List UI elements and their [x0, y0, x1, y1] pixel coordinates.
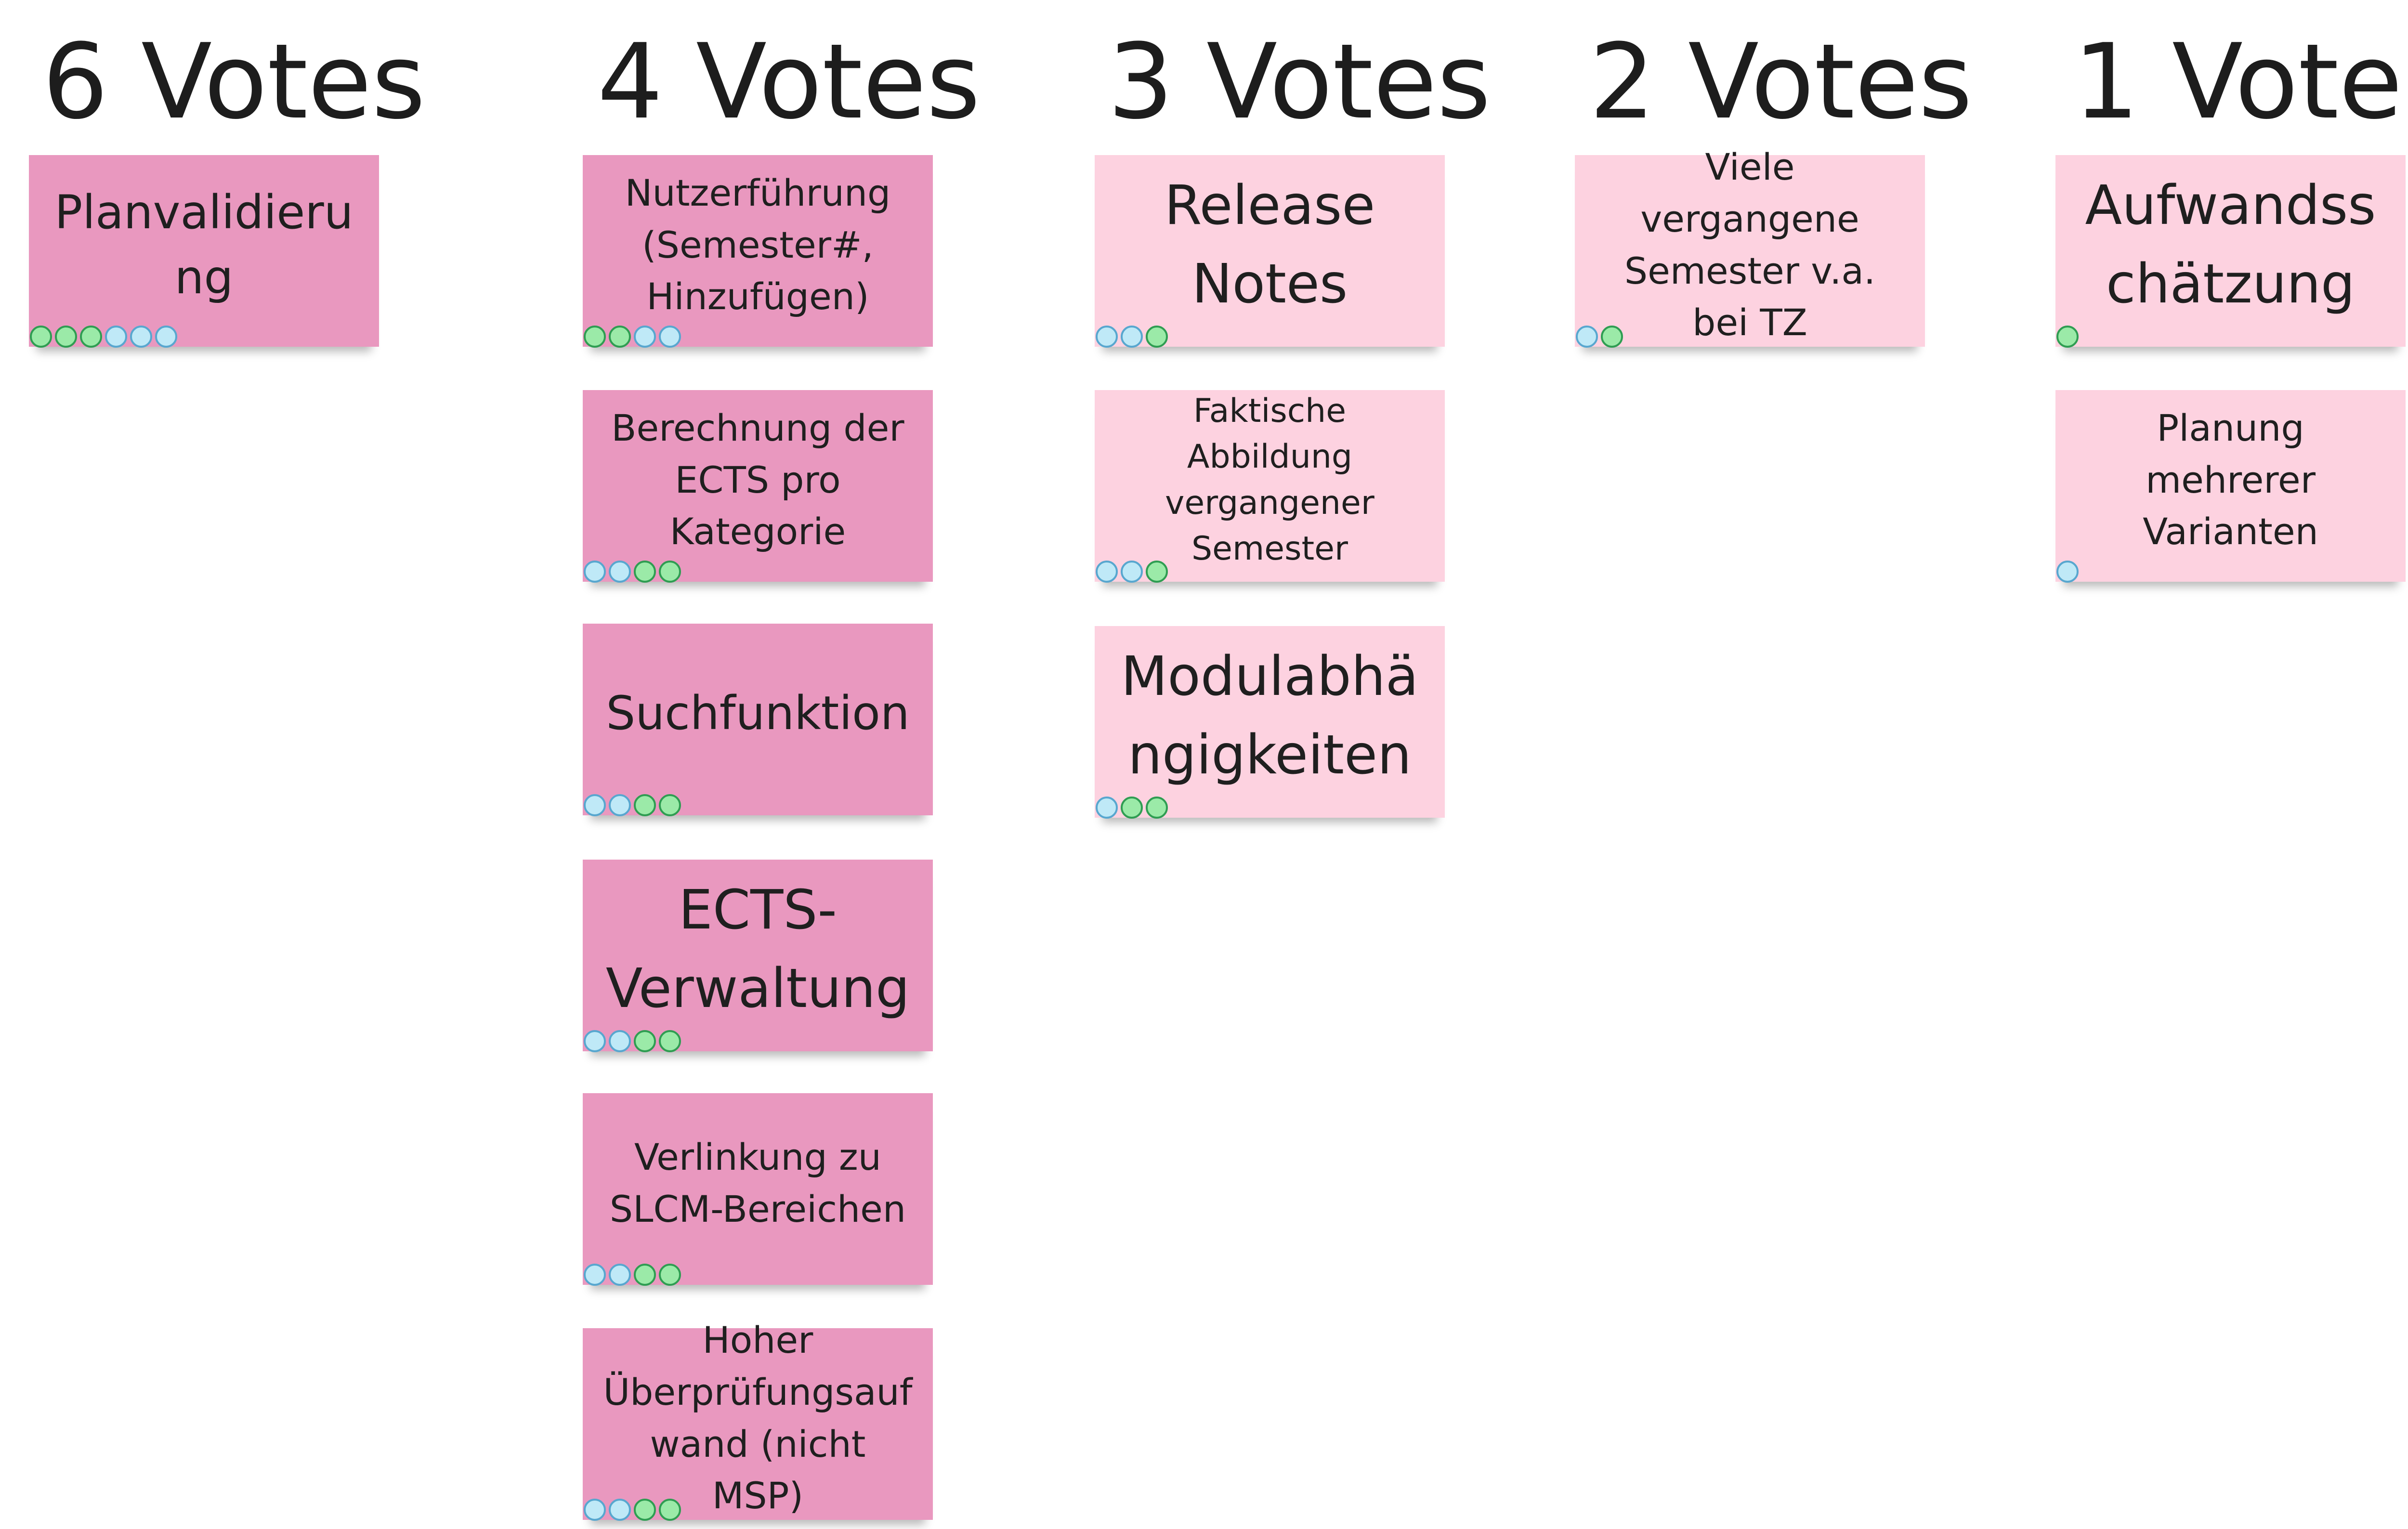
green-vote-dot[interactable]	[659, 794, 681, 816]
sticky-note[interactable]: Nutzerführung (Semester#, Hinzufügen)	[583, 155, 933, 348]
blue-vote-dot[interactable]	[609, 561, 631, 583]
green-vote-dot[interactable]	[634, 1030, 656, 1052]
column-heading-2-votes: 2 Votes	[1589, 21, 1973, 142]
sticky-note[interactable]: Planung mehrerer Varianten	[2055, 390, 2406, 583]
sticky-note-text: Hoher Überprüfungsaufwand (nicht MSP)	[603, 1318, 913, 1517]
green-vote-dot[interactable]	[55, 326, 77, 348]
green-vote-dot[interactable]	[659, 1499, 681, 1521]
vote-dots	[1096, 561, 1171, 583]
sticky-note-text: Nutzerführung (Semester#, Hinzufügen)	[625, 171, 891, 318]
vote-dots	[2056, 326, 2081, 348]
vote-dots	[584, 561, 684, 583]
sticky-note-text: Viele vergangene Semester v.a. bei TZ	[1624, 145, 1876, 344]
blue-vote-dot[interactable]	[584, 794, 606, 816]
vote-dots	[1576, 326, 1626, 348]
blue-vote-dot[interactable]	[105, 326, 127, 348]
sticky-note[interactable]: Aufwandsschätzung	[2055, 155, 2406, 348]
sticky-note-text: Verlinkung zu SLCM-Bereichen	[609, 1135, 906, 1230]
green-vote-dot[interactable]	[634, 1264, 656, 1286]
blue-vote-dot[interactable]	[1121, 561, 1143, 583]
sticky-note-text: Planvalidierung	[54, 185, 353, 304]
sticky-note-text: Suchfunktion	[606, 686, 910, 741]
vote-dots	[1096, 797, 1171, 819]
blue-vote-dot[interactable]	[584, 1030, 606, 1052]
blue-vote-dot[interactable]	[155, 326, 177, 348]
sticky-note-text: Aufwandsschätzung	[2085, 174, 2376, 315]
sticky-note[interactable]: Release Notes	[1095, 155, 1445, 348]
vote-dots	[584, 1264, 684, 1286]
green-vote-dot[interactable]	[584, 326, 606, 348]
column-heading-6-votes: 6 Votes	[42, 21, 426, 142]
green-vote-dot[interactable]	[1121, 797, 1143, 819]
vote-dots	[30, 326, 180, 348]
green-vote-dot[interactable]	[1146, 797, 1168, 819]
blue-vote-dot[interactable]	[659, 326, 681, 348]
vote-dots	[584, 1030, 684, 1052]
blue-vote-dot[interactable]	[130, 326, 152, 348]
sticky-note[interactable]: ECTS-Verwaltung	[583, 860, 933, 1052]
green-vote-dot[interactable]	[659, 1264, 681, 1286]
vote-dots	[584, 326, 684, 348]
sticky-note[interactable]: Verlinkung zu SLCM-Bereichen	[583, 1093, 933, 1286]
column-heading-3-votes: 3 Votes	[1108, 21, 1491, 142]
blue-vote-dot[interactable]	[1096, 326, 1118, 348]
blue-vote-dot[interactable]	[2056, 561, 2079, 583]
green-vote-dot[interactable]	[1146, 326, 1168, 348]
blue-vote-dot[interactable]	[1096, 561, 1118, 583]
blue-vote-dot[interactable]	[609, 794, 631, 816]
sticky-note[interactable]: Viele vergangene Semester v.a. bei TZ	[1575, 145, 1925, 348]
green-vote-dot[interactable]	[2056, 326, 2079, 348]
blue-vote-dot[interactable]	[634, 326, 656, 348]
blue-vote-dot[interactable]	[584, 1264, 606, 1286]
green-vote-dot[interactable]	[1146, 561, 1168, 583]
green-vote-dot[interactable]	[1601, 326, 1623, 348]
sticky-note-text: Modulabhängigkeiten	[1121, 645, 1419, 786]
green-vote-dot[interactable]	[659, 561, 681, 583]
vote-dots	[584, 794, 684, 816]
blue-vote-dot[interactable]	[584, 1499, 606, 1521]
green-vote-dot[interactable]	[659, 1030, 681, 1052]
sticky-note[interactable]: Modulabhängigkeiten	[1095, 626, 1445, 819]
green-vote-dot[interactable]	[609, 326, 631, 348]
sticky-note[interactable]: Suchfunktion	[583, 624, 933, 816]
blue-vote-dot[interactable]	[1121, 326, 1143, 348]
vote-dots	[2056, 561, 2081, 583]
vote-dots	[584, 1499, 684, 1521]
green-vote-dot[interactable]	[634, 1499, 656, 1521]
sticky-note[interactable]: Planvalidierung	[29, 155, 379, 348]
green-vote-dot[interactable]	[80, 326, 102, 348]
sticky-note-text: Berechnung der ECTS pro Kategorie	[611, 406, 904, 553]
sticky-note-text: Release Notes	[1164, 174, 1375, 315]
blue-vote-dot[interactable]	[1576, 326, 1598, 348]
green-vote-dot[interactable]	[30, 326, 52, 348]
column-heading-1-vote: 1 Vote	[2073, 21, 2403, 142]
blue-vote-dot[interactable]	[609, 1030, 631, 1052]
blue-vote-dot[interactable]	[609, 1264, 631, 1286]
blue-vote-dot[interactable]	[1096, 797, 1118, 819]
sticky-note[interactable]: Berechnung der ECTS pro Kategorie	[583, 390, 933, 583]
sticky-note-text: Planung mehrerer Varianten	[2143, 406, 2318, 553]
green-vote-dot[interactable]	[634, 794, 656, 816]
blue-vote-dot[interactable]	[609, 1499, 631, 1521]
sticky-note-text: ECTS-Verwaltung	[605, 879, 910, 1020]
vote-dots	[1096, 326, 1171, 348]
sticky-note[interactable]: Hoher Überprüfungsaufwand (nicht MSP)	[583, 1319, 933, 1521]
green-vote-dot[interactable]	[634, 561, 656, 583]
blue-vote-dot[interactable]	[584, 561, 606, 583]
column-heading-4-votes: 4 Votes	[597, 21, 981, 142]
sticky-note-text: Faktische Abbildung vergangener Semester	[1165, 392, 1374, 568]
sticky-note[interactable]: Faktische Abbildung vergangener Semester	[1095, 390, 1445, 583]
